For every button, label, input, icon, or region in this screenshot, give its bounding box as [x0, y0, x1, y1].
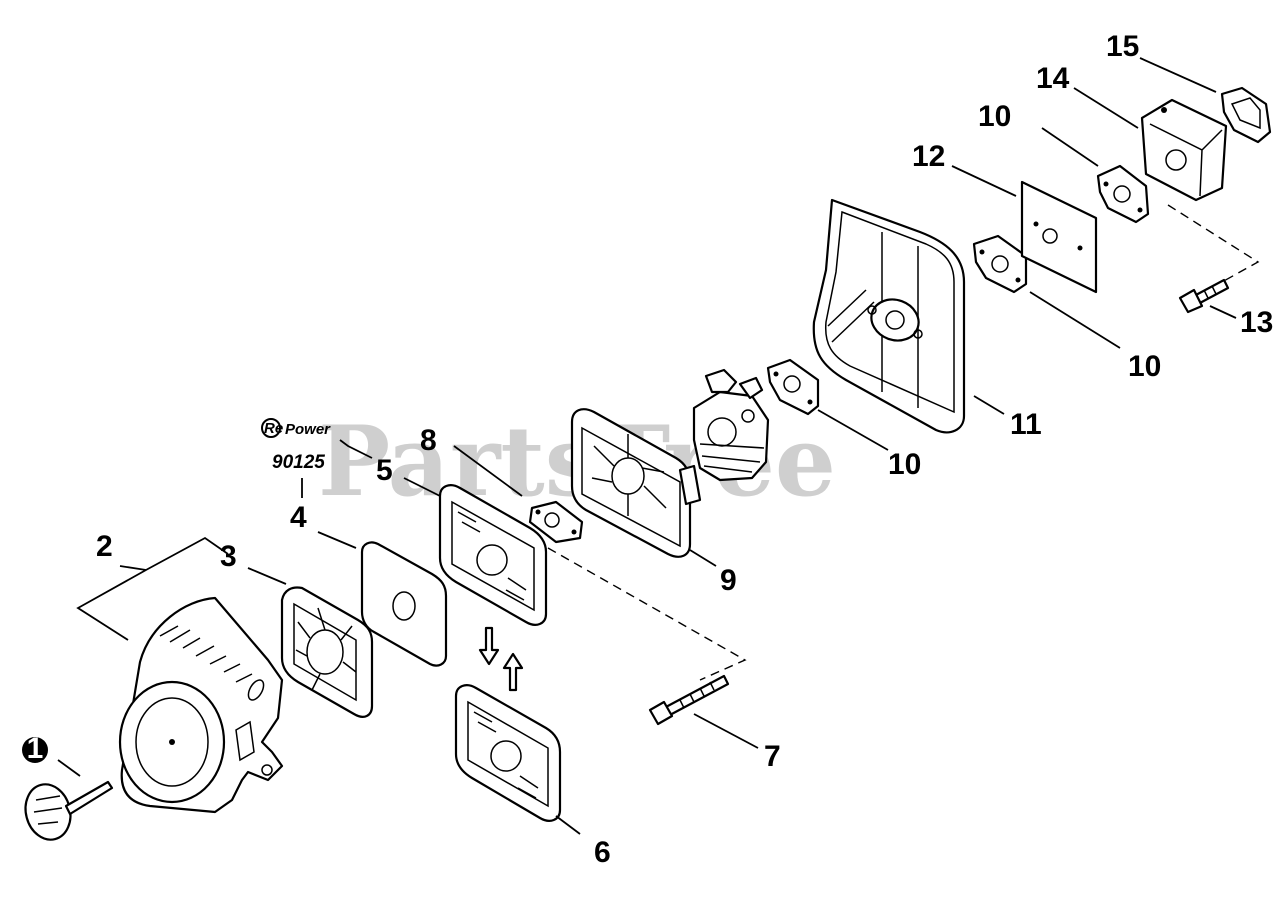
part-3-filter-frame[interactable]: [280, 586, 374, 718]
part-1-knob[interactable]: [20, 779, 114, 844]
callout-9[interactable]: 9: [720, 564, 737, 597]
callout-10-upper[interactable]: 10: [978, 100, 1011, 133]
callout-10-lower[interactable]: 10: [888, 448, 921, 481]
callout-1[interactable]: 1: [22, 732, 48, 765]
repower-badge: Re: [264, 420, 283, 437]
interchange-arrows: [478, 626, 524, 692]
svg-text:1: 1: [27, 732, 44, 765]
part-13-screw[interactable]: [1178, 278, 1230, 314]
callout-4[interactable]: 4: [290, 501, 307, 534]
part-4-foam-filter[interactable]: [360, 541, 448, 667]
part-14-intake[interactable]: [1140, 98, 1228, 202]
callout-11[interactable]: 11: [1010, 408, 1042, 441]
repower-number: 90125: [272, 452, 325, 473]
repower-logo: Re Power 90125: [261, 418, 331, 473]
callout-3[interactable]: 3: [220, 540, 237, 573]
callout-13[interactable]: 13: [1240, 306, 1273, 339]
callout-12[interactable]: 12: [912, 140, 945, 173]
part-10-gasket-middle[interactable]: [972, 234, 1028, 294]
part-9-air-cleaner-case[interactable]: [570, 408, 702, 558]
callout-5[interactable]: 5: [376, 454, 393, 487]
part-8-gasket[interactable]: [528, 500, 584, 544]
part-11-air-cleaner-base[interactable]: [812, 198, 966, 434]
alignment-lines: [547, 204, 1260, 681]
callout-14[interactable]: 14: [1036, 62, 1070, 95]
part-7-bolt[interactable]: [648, 674, 730, 726]
callout-2[interactable]: 2: [96, 530, 113, 563]
carburetor: [692, 368, 770, 482]
part-12-insulator[interactable]: [1020, 180, 1098, 294]
callout-8[interactable]: 8: [420, 424, 437, 457]
callout-labels: 1 2 3 4 5 6 7 8 9 10 10 10 11 12 13 14 1…: [22, 30, 1273, 869]
callout-15[interactable]: 15: [1106, 30, 1139, 63]
part-6-filter-element[interactable]: [454, 684, 562, 822]
repower-brand: Power: [285, 421, 331, 438]
part-10-gasket-lower[interactable]: [766, 358, 820, 416]
leader-lines: [57, 57, 1237, 835]
part-10-gasket-upper[interactable]: [1096, 164, 1150, 224]
part-15-gasket[interactable]: [1220, 86, 1272, 144]
callout-6[interactable]: 6: [594, 836, 611, 869]
callout-10-middle[interactable]: 10: [1128, 350, 1161, 383]
part-2-air-cleaner-cover[interactable]: [118, 596, 284, 814]
part-5-filter-element[interactable]: [438, 484, 548, 626]
callout-7[interactable]: 7: [764, 740, 781, 773]
